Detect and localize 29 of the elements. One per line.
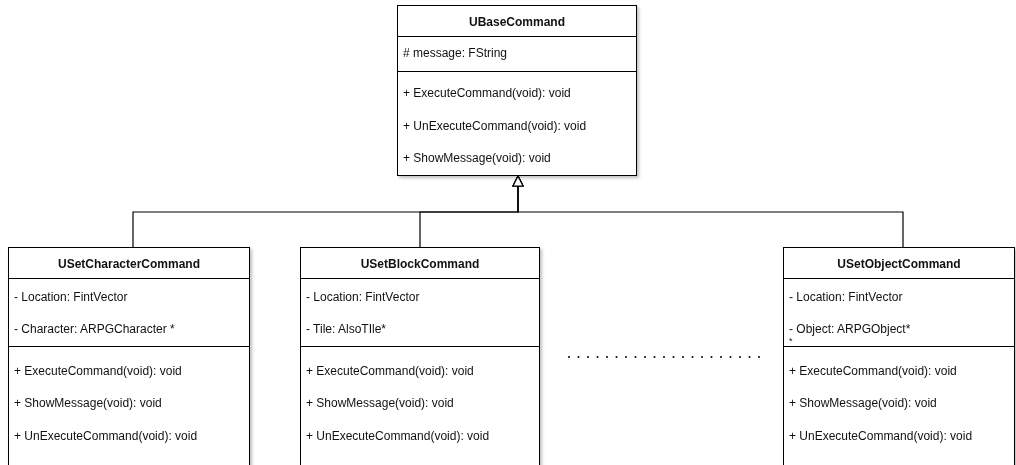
class-box — [8, 247, 250, 465]
class-name: USetBlockCommand — [359, 256, 481, 272]
class-box — [300, 247, 540, 465]
class-member: + UnExecuteCommand(void): void — [403, 118, 587, 134]
class-member: + UnExecuteCommand(void): void — [14, 428, 198, 444]
class-member: # message: FString — [403, 45, 508, 61]
class-member: + ExecuteCommand(void): void — [403, 85, 571, 101]
class-name: UBaseCommand — [468, 14, 566, 30]
class-member: - Location: FintVector — [306, 289, 420, 305]
class-member: + ExecuteCommand(void): void — [14, 363, 182, 379]
class-member: - Character: ARPGCharacter * — [14, 321, 175, 337]
class-member: + ShowMessage(void): void — [403, 150, 551, 166]
class-box — [783, 247, 1015, 465]
class-box — [397, 5, 637, 176]
class-member: + ShowMessage(void): void — [789, 395, 937, 411]
class-member: + UnExecuteCommand(void): void — [306, 428, 490, 444]
class-member: - Tile: AlsoTIle* — [306, 321, 387, 337]
class-member: + ExecuteCommand(void): void — [306, 363, 474, 379]
class-member: - Location: FintVector — [789, 289, 903, 305]
class-member: + ShowMessage(void): void — [14, 395, 162, 411]
class-name: USetCharacterCommand — [56, 256, 201, 272]
inheritance-arrow — [512, 175, 904, 248]
class-member: - Location: FintVector — [14, 289, 128, 305]
class-name: USetObjectCommand — [836, 256, 962, 272]
class-member: - Object: ARPGObject* — [789, 321, 911, 337]
class-member: + UnExecuteCommand(void): void — [789, 428, 973, 444]
class-member: + ShowMessage(void): void — [306, 395, 454, 411]
class-member: + ExecuteCommand(void): void — [789, 363, 957, 379]
pointer-mark: * — [789, 336, 793, 346]
